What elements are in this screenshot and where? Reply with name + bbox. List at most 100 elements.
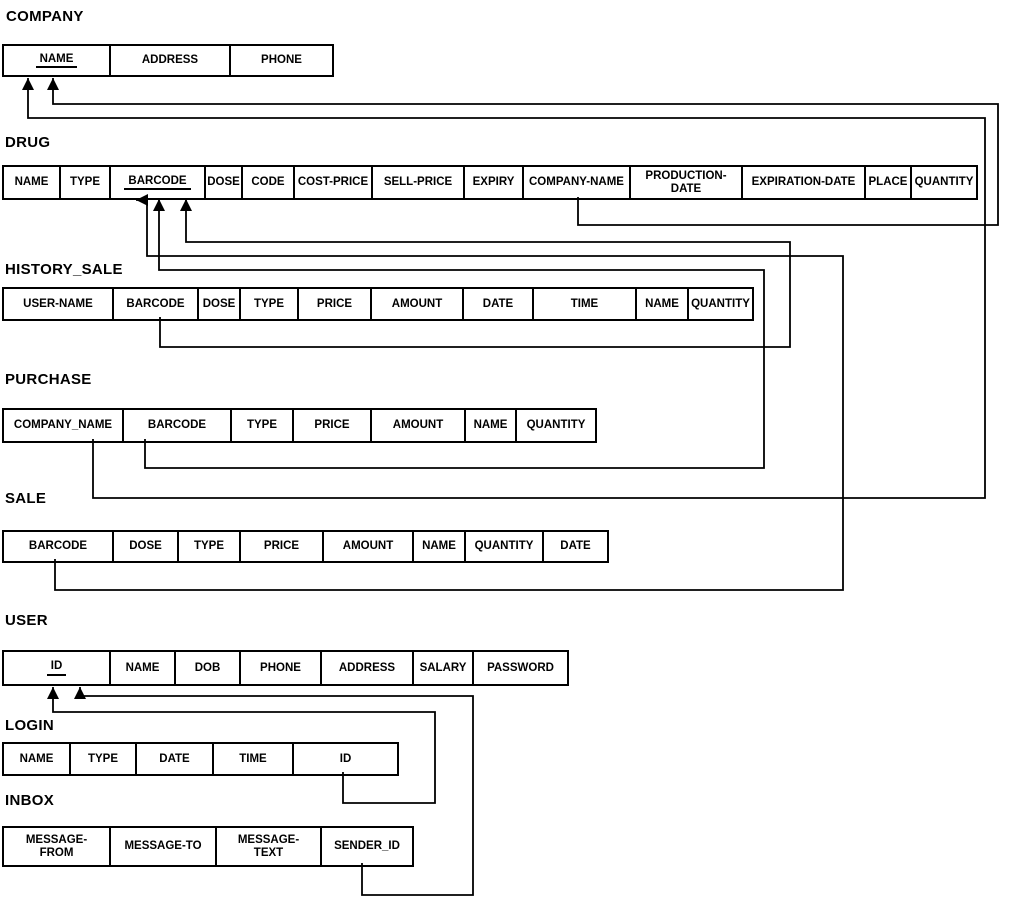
column-history_sale-amount: AMOUNT — [370, 289, 462, 319]
column-label: ID — [339, 752, 352, 765]
column-label: DATE — [482, 297, 514, 310]
column-label: QUANTITY — [914, 176, 974, 189]
column-label: PLACE — [868, 176, 908, 189]
table-row-login: NAME TYPE DATE TIME ID — [2, 742, 399, 776]
column-purchase-type: TYPE — [230, 410, 292, 441]
table-label-purchase: PURCHASE — [5, 371, 92, 388]
column-label: QUANTITY — [691, 297, 750, 310]
column-label: PRICE — [316, 297, 353, 310]
column-label: NAME — [422, 540, 456, 553]
column-label: SELL-PRICE — [383, 176, 453, 189]
column-label: QUANTITY — [474, 540, 534, 553]
column-history_sale-date: DATE — [462, 289, 532, 319]
column-label: BARCODE — [147, 419, 207, 432]
column-drug-company-name: COMPANY-NAME — [522, 167, 629, 198]
connector-history-sale-barcode-to-drug-barcode — [159, 199, 791, 348]
column-label: MESSAGE-TO — [124, 840, 202, 853]
primary-key-label: BARCODE — [124, 175, 191, 191]
column-label: TYPE — [87, 752, 119, 765]
column-login-time: TIME — [212, 744, 292, 774]
table-row-purchase: COMPANY_NAME BARCODE TYPE PRICE AMOUNT NAME QU… — [2, 408, 597, 443]
column-drug-code: CODE — [241, 167, 293, 198]
column-label: DOSE — [202, 297, 236, 310]
column-history_sale-price: PRICE — [297, 289, 370, 319]
column-inbox-message-text: MESSAGE- TEXT — [215, 828, 320, 865]
column-sale-date: DATE — [542, 532, 607, 561]
column-label: PRICE — [314, 419, 350, 432]
column-label: TIME — [570, 297, 599, 310]
table-label-sale: SALE — [5, 490, 47, 507]
column-history_sale-quantity: QUANTITY — [687, 289, 752, 319]
column-sale-dose: DOSE — [112, 532, 177, 561]
column-label: NAME — [473, 419, 508, 432]
column-drug-quantity: QUANTITY — [910, 167, 976, 198]
column-purchase-name: NAME — [464, 410, 515, 441]
column-company-name: NAME — [4, 46, 109, 75]
column-label: TYPE — [69, 176, 101, 189]
column-label: TIME — [239, 752, 267, 765]
table-label-company: COMPANY — [6, 8, 84, 25]
column-user-dob: DOB — [174, 652, 239, 684]
column-company-phone: PHONE — [229, 46, 332, 75]
table-row-company: NAME ADDRESS PHONE — [2, 44, 334, 77]
column-drug-cost-price: COST-PRICE — [293, 167, 371, 198]
column-user-phone: PHONE — [239, 652, 320, 684]
column-label: ADDRESS — [338, 661, 396, 674]
table-label-inbox: INBOX — [5, 792, 55, 809]
column-history_sale-user-name: USER-NAME — [4, 289, 112, 319]
column-label: EXPIRY — [472, 176, 515, 189]
column-drug-barcode: BARCODE — [109, 167, 204, 198]
column-drug-name: NAME — [4, 167, 59, 198]
column-label: SENDER_ID — [334, 840, 400, 853]
column-login-date: DATE — [135, 744, 212, 774]
column-label: PHONE — [260, 661, 301, 674]
column-label: DATE — [159, 752, 190, 765]
column-purchase-amount: AMOUNT — [370, 410, 464, 441]
column-label: COMPANY-NAME — [529, 176, 624, 189]
column-drug-sell-price: SELL-PRICE — [371, 167, 463, 198]
table-label-user: USER — [5, 612, 48, 629]
column-drug-type: TYPE — [59, 167, 109, 198]
column-label: BARCODE — [28, 540, 88, 553]
column-history_sale-type: TYPE — [239, 289, 297, 319]
column-history_sale-dose: DOSE — [197, 289, 239, 319]
column-label: CODE — [251, 176, 285, 189]
column-label: NAME — [19, 752, 54, 765]
column-sale-barcode: BARCODE — [4, 532, 112, 561]
column-label: ADDRESS — [141, 54, 199, 67]
column-login-type: TYPE — [69, 744, 135, 774]
column-label: AMOUNT — [342, 540, 394, 553]
column-user-id: ID — [4, 652, 109, 684]
column-sale-amount: AMOUNT — [322, 532, 412, 561]
column-purchase-barcode: BARCODE — [122, 410, 230, 441]
column-label: DOSE — [207, 176, 240, 189]
table-row-inbox: MESSAGE- FROM MESSAGE-TO MESSAGE- TEXT SEND… — [2, 826, 414, 867]
column-user-address: ADDRESS — [320, 652, 412, 684]
column-sale-name: NAME — [412, 532, 464, 561]
column-login-name: NAME — [4, 744, 69, 774]
column-label: COMPANY_NAME — [13, 419, 113, 432]
column-label: MESSAGE- TEXT — [237, 833, 300, 859]
column-drug-place: PLACE — [864, 167, 910, 198]
column-label: MESSAGE- FROM — [25, 833, 88, 859]
column-label: AMOUNT — [392, 419, 444, 432]
column-sale-quantity: QUANTITY — [464, 532, 542, 561]
column-company-address: ADDRESS — [109, 46, 229, 75]
column-label: EXPIRATION-DATE — [751, 176, 856, 189]
column-purchase-price: PRICE — [292, 410, 370, 441]
column-drug-expiration-date: EXPIRATION-DATE — [741, 167, 864, 198]
column-label: DOB — [194, 661, 221, 674]
column-sale-type: TYPE — [177, 532, 239, 561]
column-label: AMOUNT — [391, 297, 443, 310]
primary-key-label: ID — [46, 660, 67, 676]
column-inbox-message-to: MESSAGE-TO — [109, 828, 215, 865]
table-label-login: LOGIN — [5, 717, 54, 734]
column-purchase-company-name: COMPANY_NAME — [4, 410, 122, 441]
column-sale-price: PRICE — [239, 532, 322, 561]
column-history_sale-name: NAME — [635, 289, 687, 319]
column-purchase-quantity: QUANTITY — [515, 410, 595, 441]
